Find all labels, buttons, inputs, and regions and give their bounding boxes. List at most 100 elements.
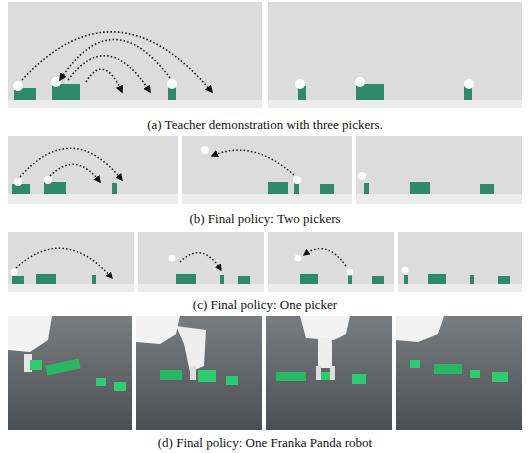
cloth-block — [492, 372, 508, 382]
cloth-block — [176, 274, 196, 284]
motion-arc — [20, 148, 122, 180]
cloth-block — [160, 370, 182, 380]
robot-arm — [176, 326, 206, 372]
sim-floor — [268, 100, 522, 108]
picker — [167, 79, 177, 89]
photo-floor — [266, 316, 392, 430]
cloth-block — [372, 276, 384, 284]
sim-sky — [8, 136, 178, 204]
panel-caption: (a) Teacher demonstration with three pic… — [0, 117, 530, 132]
cloth-block — [238, 276, 250, 284]
photo-floor — [396, 316, 522, 430]
sim-floor — [8, 194, 178, 204]
cloth-block — [96, 378, 106, 386]
sim-frame — [356, 136, 522, 204]
cloth-block — [470, 275, 474, 284]
cloth-block — [410, 182, 430, 194]
motion-arc — [16, 248, 112, 278]
picker — [295, 79, 305, 89]
sim-sky — [268, 232, 394, 292]
picker — [293, 176, 301, 184]
cloth-block — [114, 382, 126, 391]
sim-frame — [8, 136, 178, 204]
motion-arc — [86, 69, 122, 92]
cloth-block — [321, 372, 330, 380]
robot-photo — [8, 316, 132, 430]
picker — [347, 269, 354, 276]
cloth-block — [320, 184, 334, 194]
cloth-block — [276, 372, 306, 381]
cloth-block — [198, 370, 216, 382]
cloth-block — [364, 183, 369, 194]
cloth-block — [480, 184, 494, 194]
cloth-block — [268, 182, 288, 194]
panel-caption: (b) Final policy: Two pickers — [0, 211, 530, 226]
picker — [14, 178, 22, 186]
cloth-block — [434, 364, 462, 374]
sim-frame — [8, 232, 134, 292]
sim-frame — [268, 232, 394, 292]
robot-arm — [8, 316, 52, 352]
sim-floor — [8, 100, 262, 108]
cloth-block — [112, 183, 117, 194]
picker — [295, 255, 302, 262]
cloth-block — [498, 276, 510, 284]
sim-frame — [398, 232, 522, 292]
sim-floor — [182, 194, 352, 204]
picker — [402, 267, 409, 274]
cloth-block — [12, 184, 30, 194]
cloth-block — [45, 359, 80, 376]
robot-gripper — [190, 366, 196, 380]
cloth-block — [294, 183, 299, 194]
picker — [358, 172, 366, 180]
cloth-block — [36, 274, 56, 284]
cloth-block — [300, 274, 318, 284]
cloth-block — [352, 374, 366, 384]
sim-floor — [398, 284, 522, 292]
robot-photo — [136, 316, 262, 430]
panel-caption: (d) Final policy: One Franka Panda robot — [0, 435, 530, 450]
sim-floor — [268, 284, 394, 292]
sim-frame — [268, 2, 522, 108]
motion-arc — [68, 56, 150, 92]
cloth-block — [220, 275, 224, 284]
picker — [169, 255, 176, 262]
motion-arc — [60, 39, 170, 80]
robot-gripper — [330, 366, 335, 380]
sim-frame — [8, 2, 262, 108]
robot-gripper — [316, 366, 321, 380]
robot-arm — [300, 316, 350, 340]
robot-photo — [396, 316, 522, 430]
picker — [11, 269, 18, 276]
cloth-block — [30, 360, 42, 370]
picker — [51, 77, 61, 87]
sim-sky — [138, 232, 264, 292]
cloth-block — [428, 274, 446, 284]
cloth-block — [404, 275, 408, 284]
cloth-block — [410, 360, 420, 368]
picker — [44, 176, 52, 184]
motion-arc — [212, 150, 294, 175]
motion-arc — [180, 253, 221, 270]
robot-photo — [266, 316, 392, 430]
sim-sky — [398, 232, 522, 292]
sim-floor — [8, 284, 134, 292]
motion-arc — [50, 164, 100, 182]
sim-sky — [8, 2, 262, 108]
sim-floor — [138, 284, 264, 292]
photo-floor — [136, 316, 262, 430]
sim-frame — [138, 232, 264, 292]
photo-floor — [8, 316, 132, 430]
sim-sky — [268, 2, 522, 108]
motion-arc — [22, 32, 212, 92]
sim-sky — [8, 232, 134, 292]
picker — [201, 146, 209, 154]
cloth-block — [470, 370, 480, 378]
picker — [464, 79, 474, 89]
cloth-block — [92, 275, 96, 284]
cloth-block — [226, 376, 238, 385]
sim-sky — [356, 136, 522, 204]
panel-caption: (c) Final policy: One picker — [0, 297, 530, 312]
cloth-block — [12, 276, 24, 284]
